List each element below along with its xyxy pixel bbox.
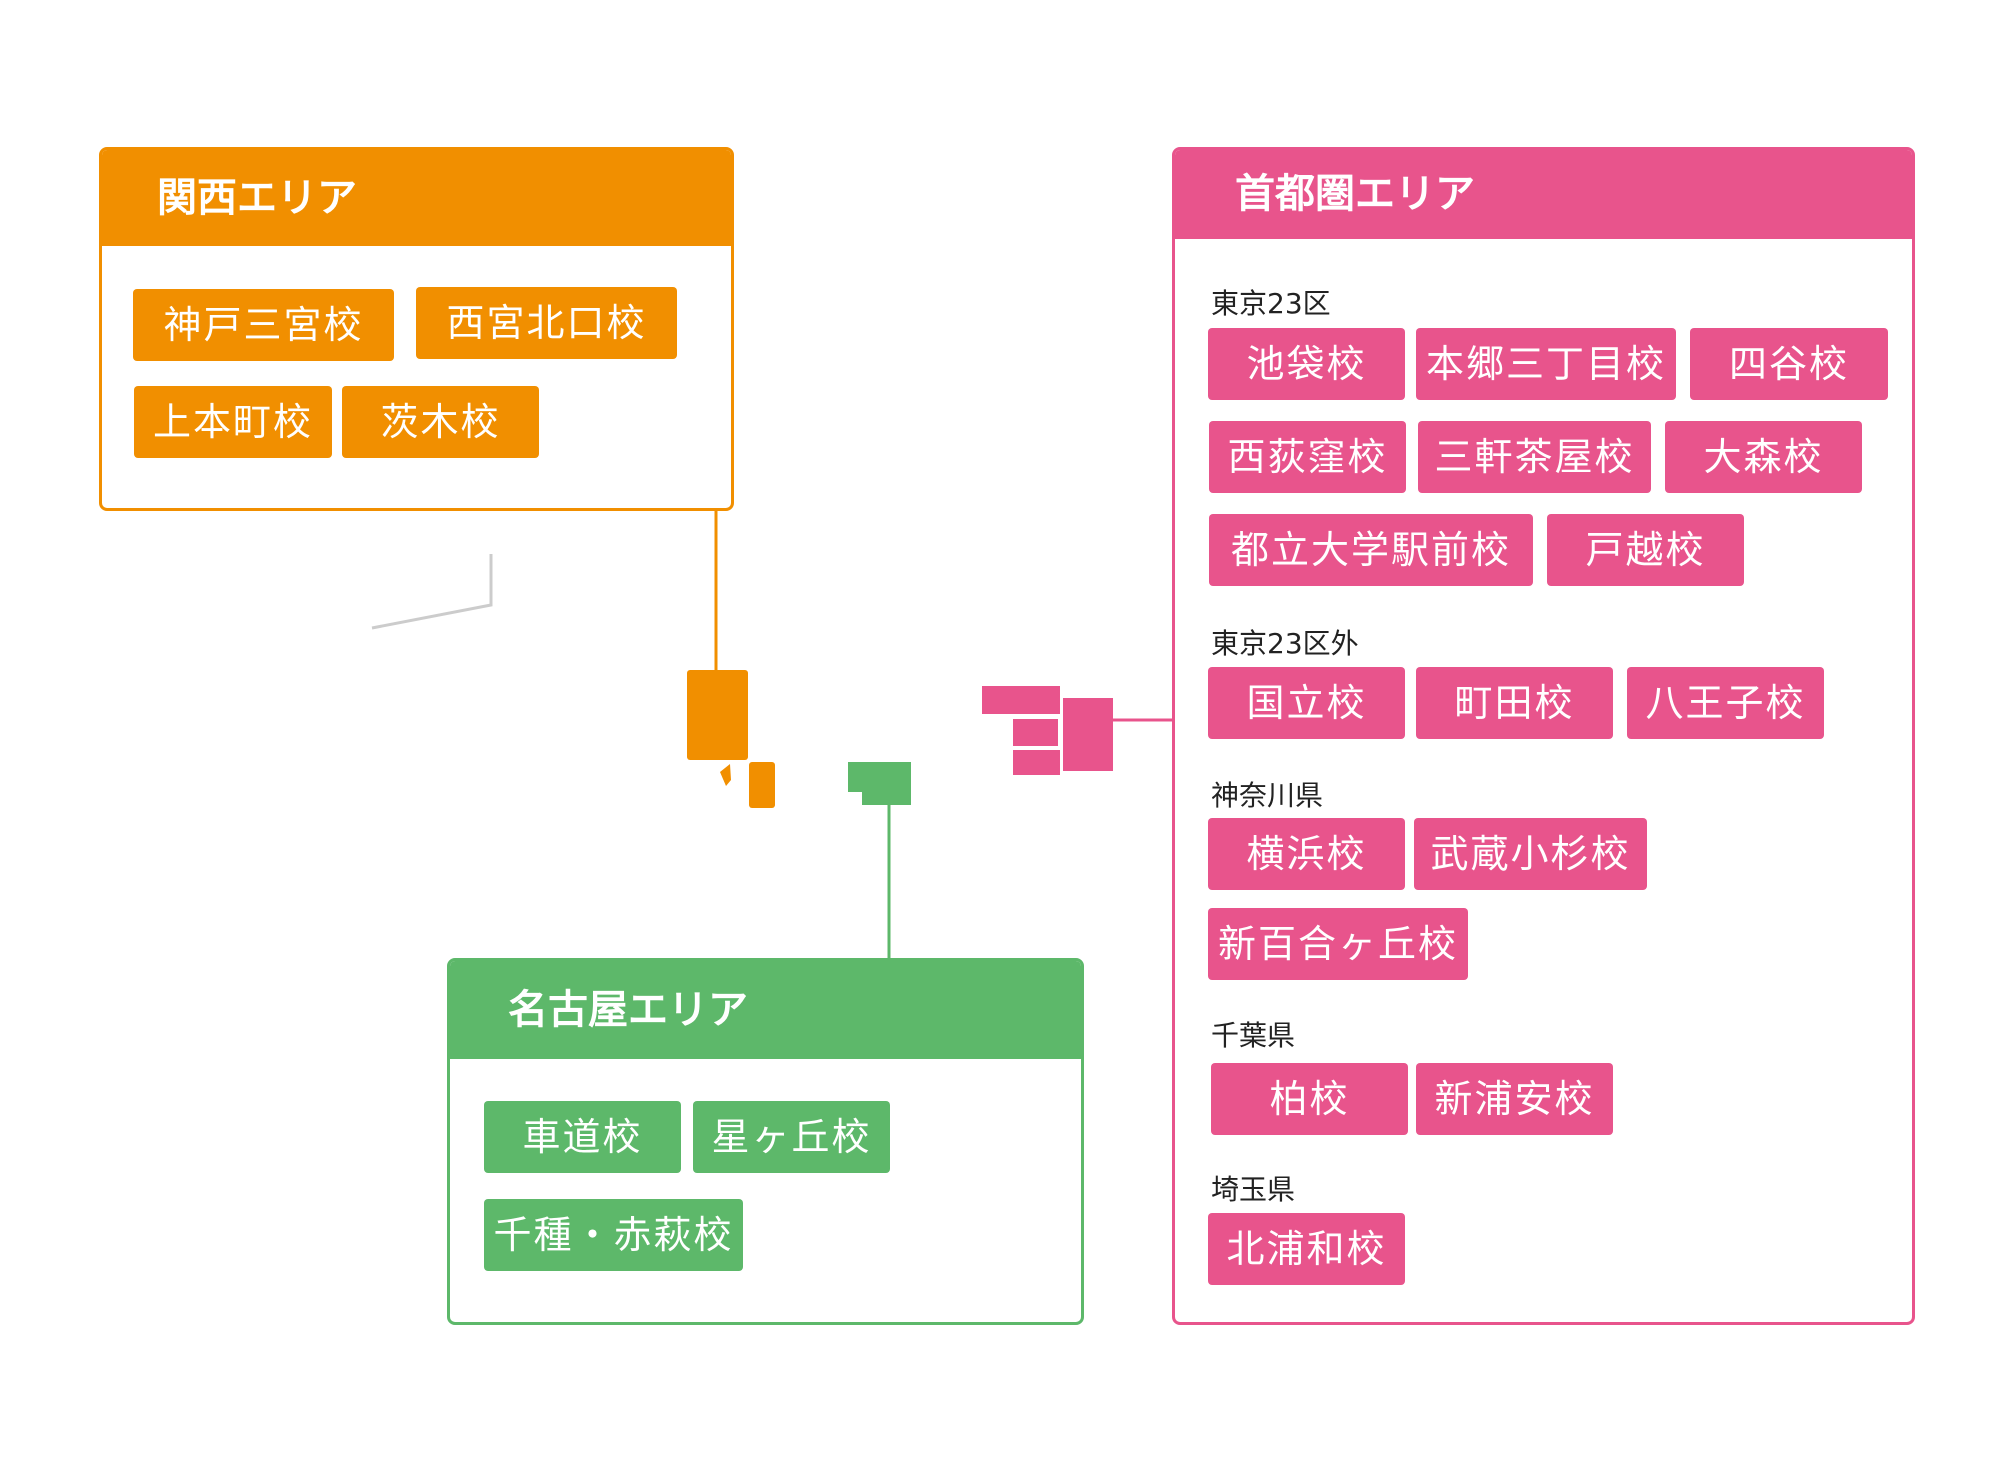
nagoya-area-title: 名古屋エリア: [450, 961, 1081, 1059]
shuto-area-panel: 首都圏エリア 東京23区 池袋校 本郷三丁目校 四谷校 西荻窪校 三軒茶屋校 大…: [1172, 147, 1915, 1325]
school-button-kitaurawa[interactable]: 北浦和校: [1208, 1213, 1405, 1285]
kansai-region-shape: [687, 670, 748, 760]
school-button-kurumamichi[interactable]: 車道校: [484, 1101, 681, 1173]
school-button-omori[interactable]: 大森校: [1665, 421, 1862, 493]
group-label-tokyo-outside23: 東京23区外: [1211, 627, 1359, 660]
shuto-region-shape: [982, 686, 1060, 714]
school-button-hoshigaoka[interactable]: 星ヶ丘校: [693, 1101, 890, 1173]
school-button-togoshi[interactable]: 戸越校: [1547, 514, 1744, 586]
school-button-uehommachi[interactable]: 上本町校: [134, 386, 332, 458]
school-button-chikusa-akahagi[interactable]: 千種・赤萩校: [484, 1199, 743, 1271]
nagoya-region-shape: [848, 762, 911, 805]
school-button-toritsudaigaku-ekimae[interactable]: 都立大学駅前校: [1209, 514, 1533, 586]
kansai-area-panel: 関西エリア 神戸三宮校 西宮北口校 上本町校 茨木校: [99, 147, 734, 511]
map-outline-fragment: [371, 554, 493, 630]
shuto-region-shape: [1013, 750, 1060, 775]
kansai-island-shape: [720, 764, 731, 786]
school-button-hongo-sanchome[interactable]: 本郷三丁目校: [1416, 328, 1676, 400]
group-label-chiba: 千葉県: [1211, 1019, 1296, 1052]
school-button-kunitachi[interactable]: 国立校: [1208, 667, 1405, 739]
kansai-area-title: 関西エリア: [102, 150, 731, 246]
school-button-shinyurigaoka[interactable]: 新百合ヶ丘校: [1208, 908, 1468, 980]
shuto-region-shape: [1063, 698, 1113, 771]
school-button-ikebukuro[interactable]: 池袋校: [1208, 328, 1405, 400]
school-button-nishinomiya-kitaguchi[interactable]: 西宮北口校: [416, 287, 677, 359]
group-label-tokyo23: 東京23区: [1211, 287, 1331, 320]
school-button-machida[interactable]: 町田校: [1416, 667, 1613, 739]
school-button-shinurayasu[interactable]: 新浦安校: [1416, 1063, 1613, 1135]
kansai-region-shape: [749, 762, 775, 808]
school-button-nishiogikubo[interactable]: 西荻窪校: [1209, 421, 1406, 493]
school-button-yokohama[interactable]: 横浜校: [1208, 818, 1405, 890]
group-label-saitama: 埼玉県: [1211, 1173, 1296, 1206]
nagoya-area-panel: 名古屋エリア 車道校 星ヶ丘校 千種・赤萩校: [447, 958, 1084, 1325]
school-button-sangenjaya[interactable]: 三軒茶屋校: [1418, 421, 1651, 493]
school-button-yotsuya[interactable]: 四谷校: [1690, 328, 1888, 400]
school-button-kobe-sannomiya[interactable]: 神戸三宮校: [133, 289, 394, 361]
group-label-kanagawa: 神奈川県: [1211, 779, 1324, 812]
school-button-musashikosugi[interactable]: 武蔵小杉校: [1414, 818, 1647, 890]
shuto-area-title: 首都圏エリア: [1175, 150, 1912, 239]
school-button-ibaraki[interactable]: 茨木校: [342, 386, 539, 458]
school-button-hachioji[interactable]: 八王子校: [1627, 667, 1824, 739]
shuto-region-shape: [1013, 719, 1058, 746]
school-button-kashiwa[interactable]: 柏校: [1211, 1063, 1408, 1135]
